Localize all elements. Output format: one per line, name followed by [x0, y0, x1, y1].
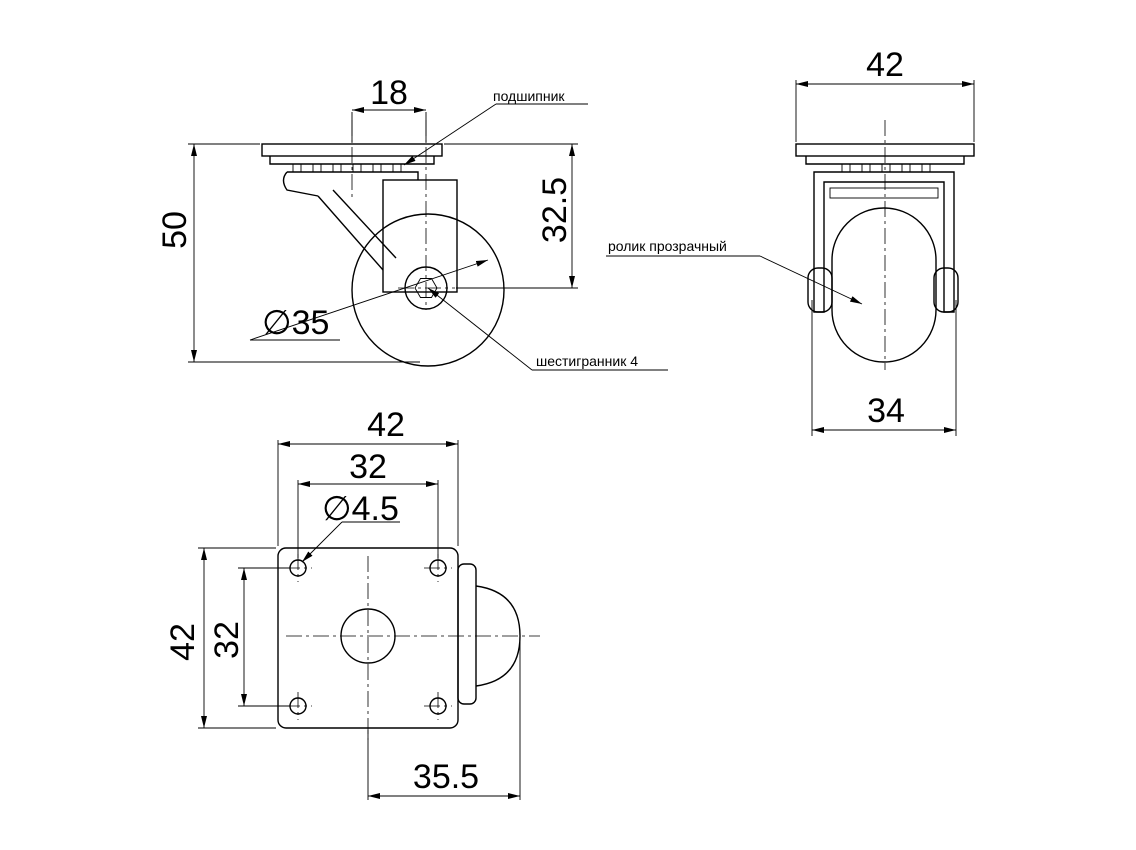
dim-plan-42: 42	[367, 406, 405, 444]
note-wheel: ролик прозрачный	[608, 238, 727, 254]
side-view: 18 50 32.5 ∅35 подшипник шестигранник 4	[156, 74, 668, 371]
dim-front-42: 42	[866, 46, 904, 84]
note-hex: шестигранник 4	[536, 353, 638, 369]
side-wheel	[351, 213, 505, 367]
dim-hole-diameter: ∅4.5	[322, 490, 399, 528]
dim-front-34: 34	[867, 392, 905, 430]
dim-wheel-diameter: ∅35	[262, 304, 329, 342]
dim-plan-left-32: 32	[208, 621, 246, 659]
dim-32-5: 32.5	[536, 177, 574, 243]
plan-view: 42 32 ∅4.5 42 32 35.5	[164, 406, 540, 800]
front-view: 42 34 ролик прозрачный	[606, 46, 975, 436]
dim-plan-left-42: 42	[164, 623, 202, 661]
note-bearing: подшипник	[493, 88, 565, 104]
dim-plan-35-5: 35.5	[413, 758, 479, 796]
bearing-balls	[292, 163, 402, 173]
dim-50: 50	[156, 211, 194, 249]
dim-18: 18	[370, 74, 408, 112]
front-wheel	[831, 207, 937, 363]
front-bearing-balls	[841, 163, 931, 173]
dim-plan-32: 32	[349, 448, 387, 486]
